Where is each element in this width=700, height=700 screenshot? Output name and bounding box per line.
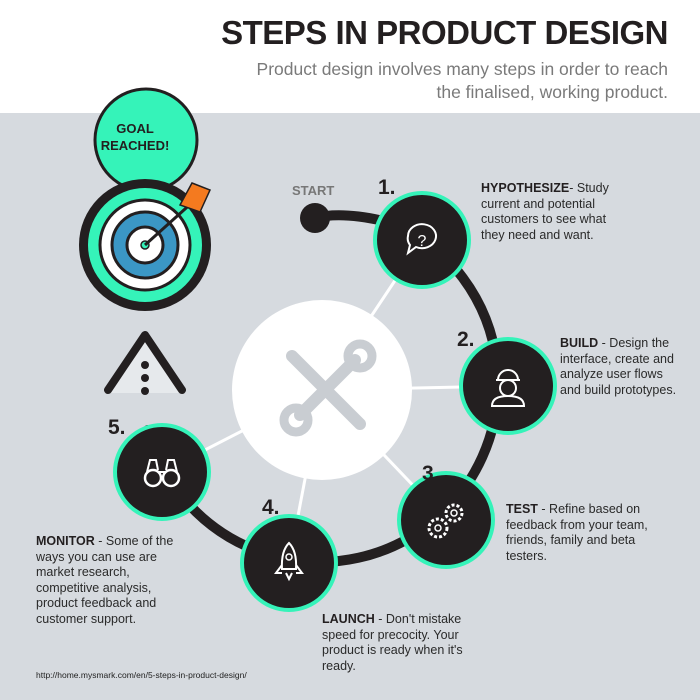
step-circle-3 xyxy=(397,471,495,569)
step-title: BUILD xyxy=(560,336,599,350)
step-text-5: MONITOR - Some of the ways you can use a… xyxy=(36,534,186,627)
source-url: http://home.mysmark.com/en/5-steps-in-pr… xyxy=(36,670,247,680)
step-number-2: 2. xyxy=(457,328,475,351)
step-text-1: HYPOTHESIZE- Study current and potential… xyxy=(481,181,631,243)
gears-icon xyxy=(427,503,464,539)
goal-label: GOAL REACHED! xyxy=(100,121,170,153)
rocket-icon xyxy=(274,541,304,582)
step-text-3: TEST - Refine based on feedback from you… xyxy=(506,502,666,564)
step-desc: - Design the interface, create and analy… xyxy=(560,336,677,397)
step-number-3: 3. xyxy=(422,462,440,485)
step-circle-4 xyxy=(240,514,338,612)
page-title: STEPS IN PRODUCT DESIGN xyxy=(221,14,668,51)
svg-text:?: ? xyxy=(418,233,427,250)
worker-icon xyxy=(490,369,526,407)
speech-question-icon: ? xyxy=(406,223,437,256)
step-desc: - Some of the ways you can use are marke… xyxy=(36,534,174,626)
step-circle-2 xyxy=(459,337,557,435)
step-number-4: 4. xyxy=(262,496,280,519)
step-text-4: LAUNCH - Don't mistake speed for precoci… xyxy=(322,612,482,674)
step-desc: - Don't mistake speed for precocity. You… xyxy=(322,612,463,673)
step-title: MONITOR xyxy=(36,534,95,548)
step-title: HYPOTHESIZE xyxy=(481,181,570,195)
header: STEPS IN PRODUCT DESIGN Product design i… xyxy=(0,0,700,113)
step-desc: - Refine based on feedback from your tea… xyxy=(506,502,648,563)
step-title: LAUNCH xyxy=(322,612,375,626)
step-desc: - Study current and potential customers … xyxy=(481,181,609,242)
arrow-up-icon xyxy=(104,331,186,395)
tools-icon xyxy=(279,339,377,437)
step-circle-1: ? xyxy=(373,191,471,289)
target-arrow-icon xyxy=(79,179,212,311)
binoculars-icon xyxy=(143,459,181,488)
step-text-2: BUILD - Design the interface, create and… xyxy=(560,336,678,398)
step-number-1: 1. xyxy=(378,176,396,199)
start-label: START xyxy=(292,183,335,198)
start-dot xyxy=(300,203,330,233)
page-subtitle: Product design involves many steps in or… xyxy=(256,59,668,102)
step-number-5: 5. xyxy=(108,416,126,439)
step-circle-5 xyxy=(113,423,211,521)
step-title: TEST xyxy=(506,502,538,516)
